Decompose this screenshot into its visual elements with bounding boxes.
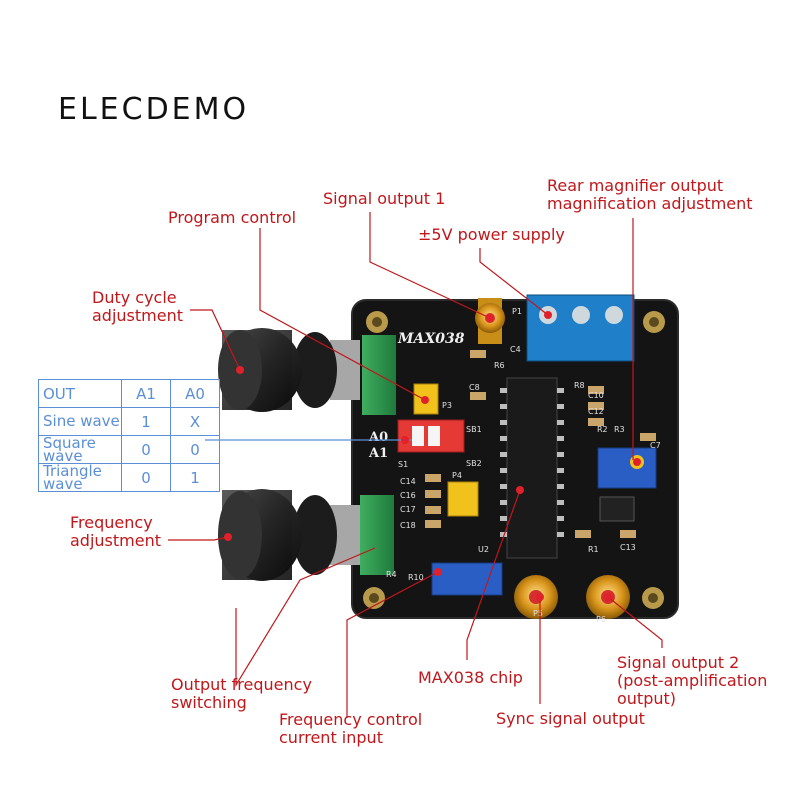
label-output-frequency-1: Output frequency [171, 675, 312, 694]
row-a0: 0 [170, 435, 220, 464]
header-a0: A0 [170, 379, 220, 408]
svg-text:P5: P5 [533, 609, 543, 618]
svg-text:R4: R4 [386, 570, 397, 579]
svg-text:C7: C7 [650, 441, 661, 450]
label-signal-output-1: Signal output 1 [323, 189, 446, 208]
row-out: Sine wave [38, 407, 122, 436]
svg-text:C17: C17 [400, 505, 416, 514]
svg-text:R8: R8 [574, 381, 585, 390]
chip-pins [500, 388, 564, 537]
svg-text:P4: P4 [452, 471, 462, 480]
label-output-frequency-2: switching [171, 693, 247, 712]
svg-text:C13: C13 [620, 543, 636, 552]
label-rear-magnifier-1: Rear magnifier output [547, 176, 724, 195]
label-signal-output-2-1: Signal output 2 [617, 653, 740, 672]
row-out: Square wave [38, 435, 122, 464]
waveform-truth-table: OUT A1 A0 Sine wave 1 X Square wave 0 0 … [38, 379, 220, 492]
freq-pot-body [360, 495, 394, 575]
label-program-control: Program control [168, 208, 297, 227]
silk-markings: P1 P3 P4 P5 P6 R4 R6 C4 C8 C14 C16 C17 C… [386, 307, 661, 624]
label-frequency-control-2: current input [279, 728, 383, 747]
table-row: Sine wave 1 X [38, 407, 220, 436]
row-out: Triangle wave [38, 463, 122, 492]
chip-silk-label: MAX038 [397, 331, 465, 347]
label-power-supply: ±5V power supply [418, 225, 565, 244]
row-a1: 0 [121, 463, 171, 492]
svg-text:C8: C8 [469, 383, 480, 392]
svg-text:C18: C18 [400, 521, 416, 530]
table-row: Triangle wave 0 1 [38, 463, 220, 492]
gain-trimmer [597, 447, 657, 489]
pin-a1-label: A1 [368, 446, 388, 461]
current-trimmer [431, 562, 503, 596]
svg-text:R1: R1 [588, 545, 599, 554]
pin-a0-label: A0 [368, 430, 388, 445]
freq-range-jumper [447, 481, 479, 517]
callout-dots [224, 311, 641, 601]
table-header-row: OUT A1 A0 [38, 379, 220, 408]
corner-screws [363, 311, 665, 609]
svg-text:SB2: SB2 [466, 459, 482, 468]
svg-text:R3: R3 [614, 425, 625, 434]
label-frequency-adjustment-2: adjustment [70, 531, 161, 550]
svg-text:C10: C10 [588, 391, 604, 400]
svg-text:R2: R2 [597, 425, 608, 434]
label-duty-cycle-2: adjustment [92, 306, 183, 325]
svg-text:P1: P1 [512, 307, 522, 316]
svg-text:SB1: SB1 [466, 425, 482, 434]
svg-text:R10: R10 [408, 573, 424, 582]
svg-text:P6: P6 [596, 615, 606, 624]
header-a1: A1 [121, 379, 171, 408]
label-signal-output-2-2: (post-amplification [617, 671, 768, 690]
svg-text:U2: U2 [478, 545, 489, 554]
svg-text:S1: S1 [398, 460, 408, 469]
label-duty-cycle-1: Duty cycle [92, 288, 177, 307]
leader-lines [168, 212, 663, 718]
svg-text:R6: R6 [494, 361, 505, 370]
svg-text:C12: C12 [588, 407, 604, 416]
power-terminal-block [526, 294, 635, 362]
svg-text:P3: P3 [442, 401, 452, 410]
max038-chip-body [506, 377, 558, 559]
header-out: OUT [38, 379, 122, 408]
label-frequency-adjustment-1: Frequency [70, 513, 153, 532]
frequency-knob [218, 489, 360, 581]
opamp-chip [599, 496, 635, 522]
svg-text:C16: C16 [400, 491, 416, 500]
brand-title: ELECDEMO [58, 92, 250, 127]
row-a1: 0 [121, 435, 171, 464]
label-signal-output-2-3: output) [617, 689, 677, 708]
svg-text:C4: C4 [510, 345, 521, 354]
label-rear-magnifier-2: magnification adjustment [547, 194, 753, 213]
label-sync-signal-output: Sync signal output [496, 709, 645, 728]
row-a0: X [170, 407, 220, 436]
label-max038-chip: MAX038 chip [418, 668, 523, 687]
svg-text:C14: C14 [400, 477, 416, 486]
label-frequency-control-1: Frequency control [279, 710, 423, 729]
row-a0: 1 [170, 463, 220, 492]
row-a1: 1 [121, 407, 171, 436]
table-row: Square wave 0 0 [38, 435, 220, 464]
small-components [425, 350, 656, 538]
